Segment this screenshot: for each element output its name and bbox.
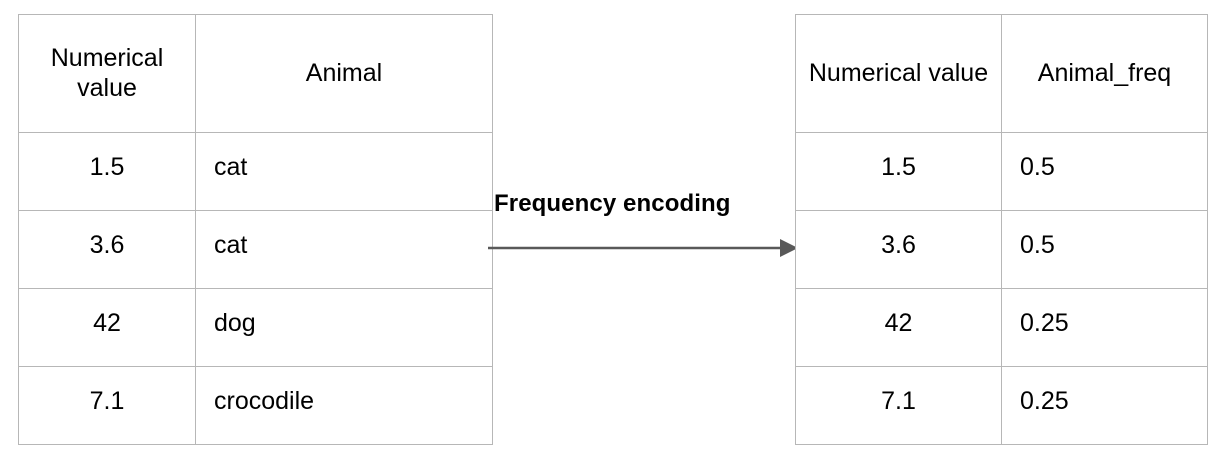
- arrow-label: Frequency encoding: [494, 190, 731, 217]
- cell-animal: cat: [195, 132, 493, 211]
- column-header-animal-freq: Animal_freq: [1001, 14, 1208, 133]
- table-row: 7.1 0.25: [795, 366, 1208, 445]
- cell-animal-freq: 0.25: [1001, 366, 1208, 445]
- cell-value: dog: [214, 308, 256, 337]
- cell-animal-freq: 0.25: [1001, 288, 1208, 367]
- cell-value: 1.5: [881, 152, 916, 181]
- cell-animal-freq: 0.5: [1001, 210, 1208, 289]
- cell-numerical-value: 3.6: [795, 210, 1002, 289]
- column-header-label: Animal: [305, 58, 383, 87]
- cell-value: 3.6: [881, 230, 916, 259]
- table-row: 42 0.25: [795, 288, 1208, 367]
- cell-value: 1.5: [89, 152, 125, 181]
- cell-value: 0.5: [1020, 230, 1055, 259]
- table-header-row: Numerical value Animal_freq: [795, 14, 1208, 133]
- cell-numerical-value: 42: [795, 288, 1002, 367]
- input-table: Numerical value Animal 1.5 cat 3.6: [18, 14, 493, 445]
- cell-value: 0.25: [1020, 386, 1069, 415]
- table-row: 3.6 0.5: [795, 210, 1208, 289]
- cell-numerical-value: 3.6: [18, 210, 196, 289]
- cell-numerical-value: 1.5: [795, 132, 1002, 211]
- column-header-animal: Animal: [195, 14, 493, 133]
- column-header-label: Numerical value: [50, 44, 164, 102]
- cell-value: 42: [93, 308, 121, 337]
- cell-numerical-value: 7.1: [18, 366, 196, 445]
- arrow-right-icon: [488, 239, 798, 257]
- cell-animal: crocodile: [195, 366, 493, 445]
- cell-numerical-value: 1.5: [18, 132, 196, 211]
- cell-value: 42: [884, 308, 913, 337]
- table-row: 42 dog: [18, 288, 493, 367]
- cell-numerical-value: 42: [18, 288, 196, 367]
- cell-value: crocodile: [214, 386, 315, 415]
- cell-value: 3.6: [89, 230, 125, 259]
- table-row: 3.6 cat: [18, 210, 493, 289]
- table-row: 7.1 crocodile: [18, 366, 493, 445]
- cell-value: 0.5: [1020, 152, 1055, 181]
- column-header-label: Animal_freq: [1037, 58, 1172, 87]
- cell-value: 0.25: [1020, 308, 1069, 337]
- table-header-row: Numerical value Animal: [18, 14, 493, 133]
- column-header-numerical-value: Numerical value: [18, 14, 196, 133]
- transformation-arrow-group: Frequency encoding: [487, 190, 799, 260]
- cell-value: 7.1: [881, 386, 916, 415]
- cell-numerical-value: 7.1: [795, 366, 1002, 445]
- output-table: Numerical value Animal_freq 1.5 0.5 3.6: [795, 14, 1208, 445]
- arrow-head: [780, 239, 798, 257]
- table-row: 1.5 0.5: [795, 132, 1208, 211]
- cell-animal: dog: [195, 288, 493, 367]
- column-header-label: Numerical value: [808, 58, 989, 87]
- table-row: 1.5 cat: [18, 132, 493, 211]
- cell-animal: cat: [195, 210, 493, 289]
- cell-value: cat: [214, 152, 248, 181]
- cell-value: 7.1: [89, 386, 125, 415]
- cell-value: cat: [214, 230, 248, 259]
- column-header-numerical-value: Numerical value: [795, 14, 1002, 133]
- cell-animal-freq: 0.5: [1001, 132, 1208, 211]
